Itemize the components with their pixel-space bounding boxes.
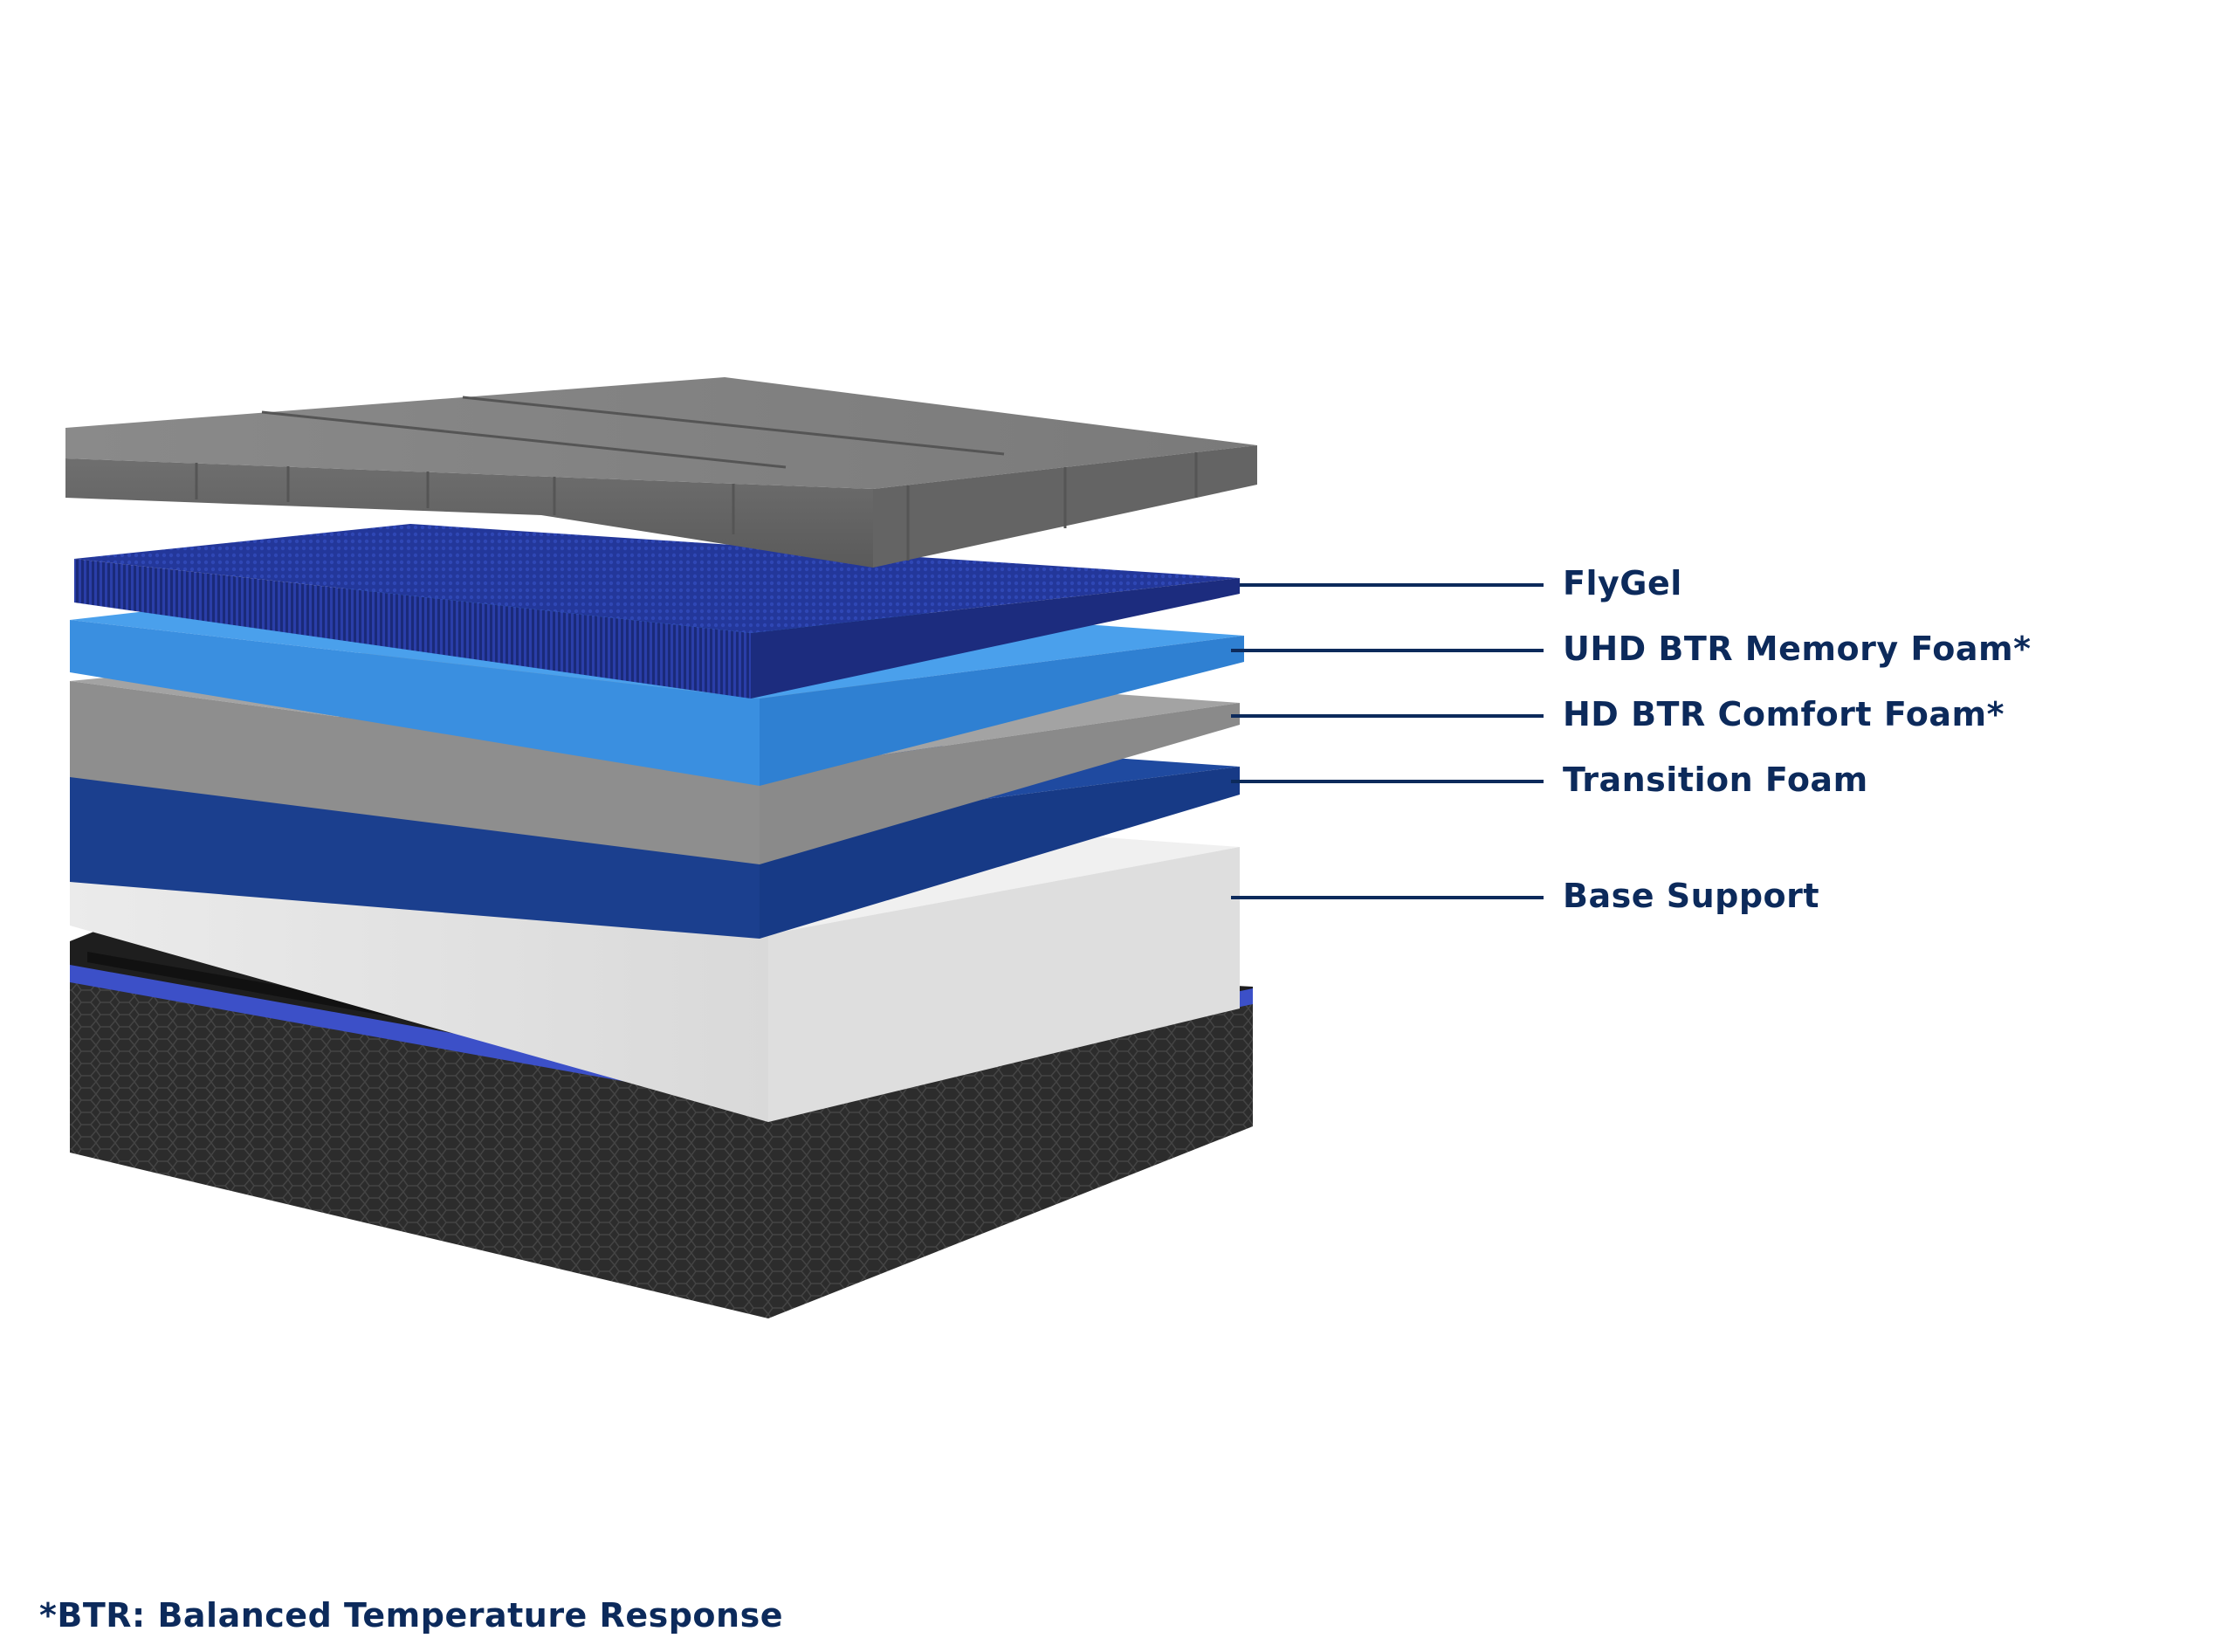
label-base-support: Base Support xyxy=(1563,877,1820,915)
label-flygel: FlyGel xyxy=(1563,564,1682,602)
quilted-cover-layer xyxy=(65,377,1257,568)
label-memory-foam: UHD BTR Memory Foam* xyxy=(1563,630,2032,668)
leader-lines xyxy=(1231,583,1544,899)
label-transition-foam: Transition Foam xyxy=(1563,761,1868,799)
footnote: *BTR: Balanced Temperature Response xyxy=(39,1596,783,1635)
label-comfort-foam: HD BTR Comfort Foam* xyxy=(1563,695,2005,733)
flygel-layer xyxy=(74,524,1240,699)
